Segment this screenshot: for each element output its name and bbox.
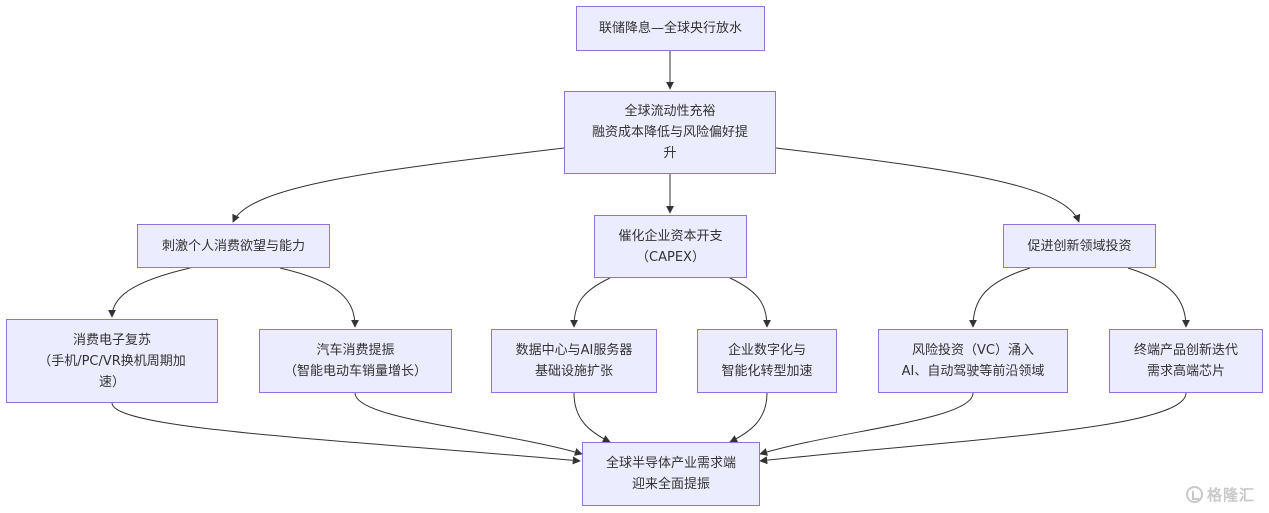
gelonghui-logo-icon: [1185, 486, 1203, 503]
node-line: 汽车消费提振: [316, 343, 395, 358]
node-line: 升: [663, 146, 677, 161]
node-line: 风险投资（VC）涌入: [912, 343, 1034, 358]
node-line: 全球流动性充裕: [624, 104, 716, 119]
node-semiconductor-demand: 全球半导体产业需求端 迎来全面提振: [582, 442, 760, 506]
node-line: 数据中心与AI服务器: [515, 343, 633, 358]
edge-vc-to-semis: [759, 392, 974, 456]
edge-innovation-to-vc: [969, 267, 1031, 328]
node-line: AI、自动驾驶等前沿领域: [901, 364, 1045, 379]
edge-datacenter-to-semis: [573, 392, 611, 443]
node-digital-transformation: 企业数字化与 智能化转型加速: [697, 329, 837, 393]
edge-consumer-to-auto: [279, 267, 359, 328]
node-consumer-electronics: 消费电子复苏 （手机/PC/VR换机周期加 速）: [6, 319, 218, 403]
node-datacenter-ai: 数据中心与AI服务器 基础设施扩张: [491, 329, 657, 393]
node-line: 需求高端芯片: [1146, 364, 1225, 379]
node-line: 企业数字化与: [727, 343, 806, 358]
edge-auto-to-semis: [354, 392, 583, 456]
node-line: 全球半导体产业需求端: [605, 456, 736, 471]
edge-terminal-to-semis: [759, 392, 1187, 465]
node-line: （CAPEX）: [636, 249, 705, 265]
node-line: 速）: [98, 374, 125, 390]
node-line: 联储降息—全球央行放水: [598, 21, 742, 36]
node-line: 融资成本降低与风险偏好提: [591, 125, 748, 140]
watermark-text: 格隆汇: [1206, 486, 1255, 504]
watermark: 格隆汇: [1185, 484, 1255, 505]
node-terminal-products: 终端产品创新迭代 需求高端芯片: [1109, 329, 1263, 393]
node-global-liquidity: 全球流动性充裕 融资成本降低与风险偏好提 升: [564, 91, 776, 174]
node-line: 促进创新领域投资: [1027, 238, 1132, 254]
node-line: 智能化转型加速: [721, 364, 813, 379]
edge-liquidity-to-consumer: [232, 147, 565, 223]
node-fed-rate-cut: 联储降息—全球央行放水: [576, 6, 765, 51]
edge-electronics-to-semis: [111, 402, 581, 465]
node-line: 基础设施扩张: [534, 364, 613, 379]
node-line: （智能电动车销量增长）: [283, 364, 427, 379]
edge-capex-to-datacenter: [570, 277, 611, 328]
edge-liquidity-to-innovation: [775, 147, 1081, 223]
node-line: 迎来全面提振: [631, 477, 710, 492]
node-venture-capital: 风险投资（VC）涌入 AI、自动驾驶等前沿领域: [878, 329, 1068, 393]
node-line: 消费电子复苏: [72, 332, 151, 348]
node-line: 刺激个人消费欲望与能力: [161, 238, 305, 254]
node-line: （手机/PC/VR换机周期加: [38, 353, 186, 369]
node-auto-consumption: 汽车消费提振 （智能电动车销量增长）: [259, 329, 452, 393]
edge-capex-to-digital: [729, 277, 771, 328]
node-line: 终端产品创新迭代: [1133, 343, 1238, 358]
node-corporate-capex: 催化企业资本开支 （CAPEX）: [594, 215, 747, 278]
edge-digital-to-semis: [729, 392, 768, 443]
edge-consumer-to-electronics: [108, 267, 191, 318]
edge-innovation-to-terminal: [1127, 267, 1190, 328]
node-line: 催化企业资本开支: [618, 228, 723, 244]
node-consumer-demand: 刺激个人消费欲望与能力: [137, 224, 330, 268]
node-innovation-investment: 促进创新领域投资: [1003, 224, 1156, 268]
